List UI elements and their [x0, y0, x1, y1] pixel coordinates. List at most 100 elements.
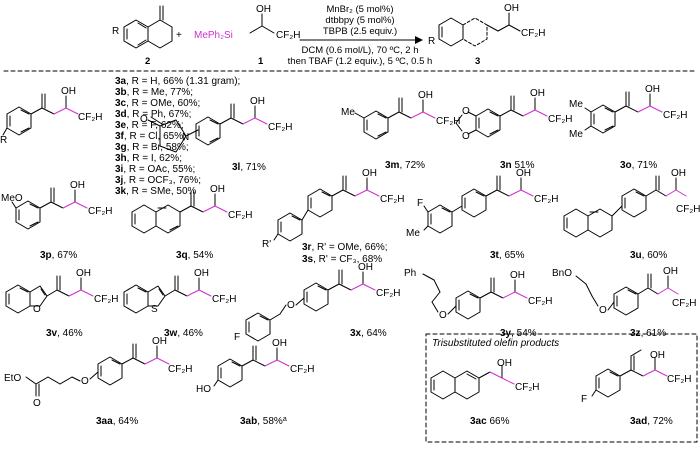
product-label: 3 [475, 56, 480, 67]
structure-3q-cf2h: CF₂H [228, 210, 252, 221]
reagent-1-cf2h: CF₂H [276, 30, 300, 41]
structure-3a-Rlabel: R [0, 135, 7, 146]
yield-3u: 3u, 60% [630, 250, 667, 261]
entry-text: , R = H, 66% (1.31 gram); [126, 76, 240, 87]
entry-text: , R = Br, 58%; [127, 142, 189, 153]
structure-3r-rprime: R' [262, 239, 271, 250]
structure-3r-3s [273, 175, 380, 242]
entry-3s: 3s, R' = CF₃, 68% [302, 254, 382, 265]
condition-line-5: then TBAF (1.2 equiv.), 5 ºC, 0.5 h [288, 56, 433, 67]
structure-3t [423, 175, 534, 234]
structure-3w [123, 275, 212, 314]
yield-3z: 3z, 61% [630, 328, 666, 339]
structure-3m [354, 97, 436, 140]
structure-3z-cf2h: CF₂H [672, 298, 696, 309]
structure-3u [563, 175, 687, 238]
structure-3aa-eto: EtO [4, 373, 21, 384]
structure-3a-cf2h: CF₂H [78, 112, 102, 123]
entry-text: , R = Cl, 65%; [124, 131, 186, 142]
structure-3x-cf2h: CF₂H [376, 288, 400, 299]
entry-id: 3a [115, 76, 127, 87]
structure-3v-cf2h: CF₂H [94, 294, 118, 305]
yield-3l: 3l, 71% [232, 162, 266, 173]
structure-3aa-o-ether: O [81, 376, 89, 387]
entry-3r: 3r, R' = OMe, 66%; [302, 242, 388, 253]
structure-3o-oh: OH [645, 84, 660, 95]
yield-3y: 3y, 54% [500, 328, 537, 339]
entry-text: , R = SMe, 50% [126, 186, 196, 197]
structure-3o-cf2h: CF₂H [663, 110, 687, 121]
structure-3ad-f: F [581, 394, 587, 405]
structure-3u-oh: OH [671, 168, 686, 179]
structure-3n-o1: O [462, 106, 470, 117]
entry-text: , R = OAc, 55%; [123, 164, 195, 175]
structure-3n-o2: O [462, 131, 470, 142]
structure-3ad-cf2h: CF₂H [667, 374, 691, 385]
structure-3aa-cf2h: CF₂H [168, 364, 192, 375]
structure-3t-f: F [417, 198, 423, 209]
entry-id: 3k [115, 186, 127, 197]
yield-3q: 3q, 54% [176, 250, 213, 261]
structure-3y-o: O [439, 310, 447, 321]
structure-3o [584, 91, 663, 134]
structure-3l-oh: OH [250, 96, 265, 107]
svg-text:3b, R = Me, 77%;: 3b, R = Me, 77%; [115, 87, 193, 98]
trisubstituted-box [425, 333, 698, 443]
condition-line-1: MnBr₂ (5 mol%) [326, 4, 393, 15]
header-plus: + [176, 30, 182, 41]
structure-3t-me: Me [406, 228, 420, 239]
svg-text:3f, R = Cl, 65%;: 3f, R = Cl, 65%; [115, 131, 186, 142]
entry-text: , R = I, 62%; [127, 153, 182, 164]
svg-text:3g, R = Br, 58%;: 3g, R = Br, 58%; [115, 142, 189, 153]
yield-3aa: 3aa, 64% [96, 416, 138, 427]
structure-3m-me: Me [341, 107, 355, 118]
structure-3l [147, 103, 268, 153]
structure-3x-o: O [287, 300, 295, 311]
svg-text:3k, R = SMe, 50%: 3k, R = SMe, 50% [115, 186, 197, 197]
structure-3p [11, 187, 88, 230]
entry-text: , R = F, 62%; [126, 120, 184, 131]
entry-text: , R = Me, 77%; [127, 87, 193, 98]
reagent-1-oh: OH [256, 4, 271, 15]
reagent-1-silyl: MePh₂Si [194, 30, 233, 41]
structure-3a-oh: OH [61, 86, 76, 97]
structure-3t-oh: OH [516, 168, 531, 179]
structure-3p-oh: OH [70, 180, 85, 191]
header-substituent-R: R [112, 26, 119, 37]
structure-3z-o: O [599, 305, 607, 316]
trisubstituted-title: Trisubstituted olefin products [432, 338, 559, 349]
svg-text:3e, R = F, 62%;: 3e, R = F, 62%; [115, 120, 184, 131]
structure-3x-oh: OH [358, 262, 373, 273]
structure-3z [575, 273, 679, 316]
entry-id: 3b [115, 87, 127, 98]
structure-3w-oh: OH [194, 268, 209, 279]
structure-3ab-ho: HO [196, 384, 211, 395]
structure-3l-n: N [182, 132, 189, 143]
product-substituent-R: R [428, 36, 435, 47]
reagent-2-structure [123, 5, 173, 49]
structure-3r-cf2h: CF₂H [380, 194, 404, 205]
structure-3n-cf2h: CF₂H [548, 114, 572, 125]
entry-id: 3g [115, 142, 127, 153]
yield-3p: 3p, 67% [40, 250, 77, 261]
entry-id: 3c [115, 98, 127, 109]
structure-3aa [25, 343, 170, 397]
structure-3m-oh: OH [418, 90, 433, 101]
svg-text:3i, R = OAc, 55%;: 3i, R = OAc, 55%; [115, 164, 195, 175]
structure-3w-s: S [151, 304, 158, 315]
structure-3r-oh: OH [362, 168, 377, 179]
structure-3q-oh: OH [210, 184, 225, 195]
structure-3z-oh: OH [663, 266, 678, 277]
entries-list-3a-3k: 3a, R = H, 66% (1.31 gram); 3b, R = Me, … [115, 76, 240, 197]
structure-3z-bno: BnO [552, 268, 572, 279]
yield-3x: 3x, 64% [350, 328, 387, 339]
structure-3v-o: O [33, 304, 41, 315]
structure-3ab [213, 345, 290, 388]
product-cf2h: CF₂H [521, 28, 545, 39]
structure-3x [245, 269, 376, 342]
yield-3t: 3t, 65% [490, 250, 525, 261]
structure-3l-cf2h: CF₂H [268, 122, 292, 133]
structure-3ac [430, 365, 515, 400]
svg-text:3c, R = OMe, 60%;: 3c, R = OMe, 60%; [115, 98, 200, 109]
